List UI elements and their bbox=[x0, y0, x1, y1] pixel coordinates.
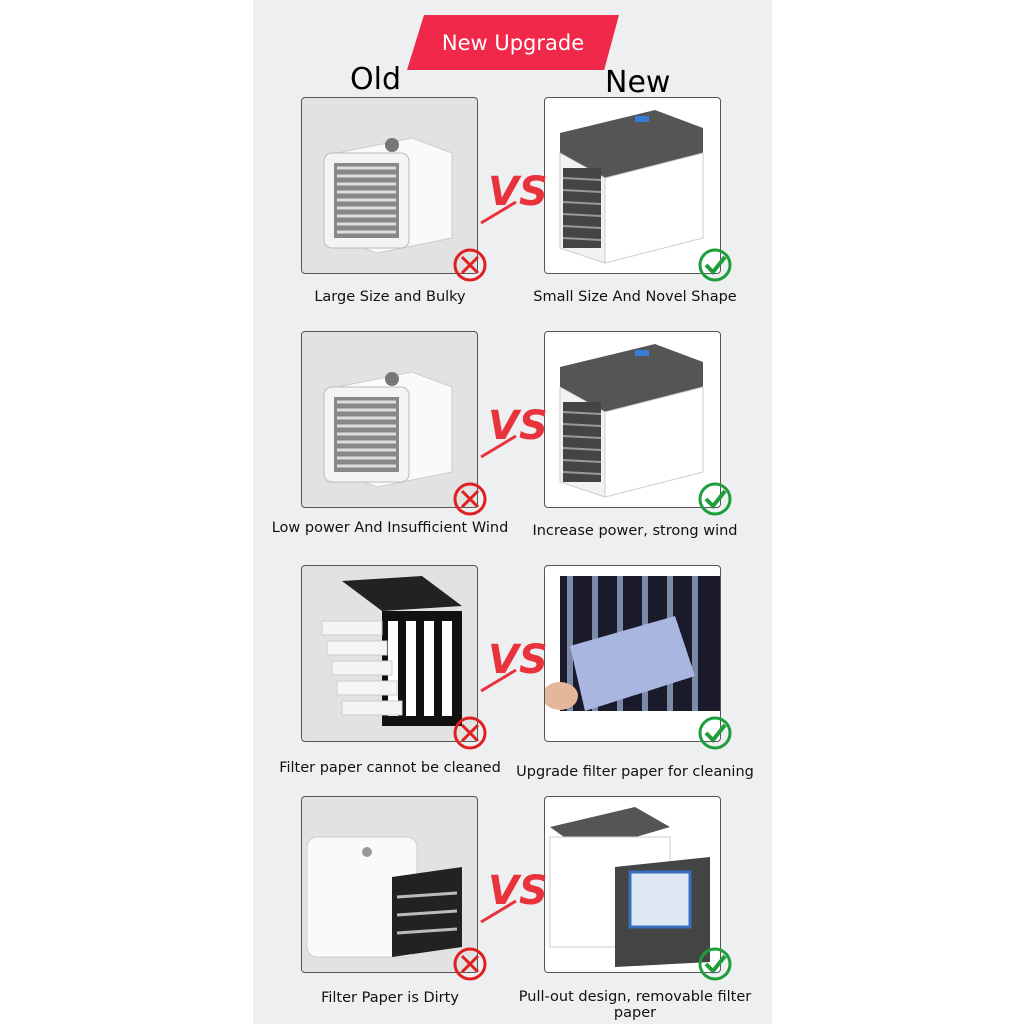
old-caption: Filter paper cannot be cleaned bbox=[279, 760, 501, 776]
svg-text:VS: VS bbox=[488, 868, 546, 914]
old-product-image bbox=[301, 796, 478, 973]
old-caption: Low power And Insufficient Wind bbox=[271, 520, 509, 536]
new-upgrade-banner: New Upgrade bbox=[407, 15, 619, 70]
cross-icon bbox=[452, 715, 488, 751]
old-product-image bbox=[301, 331, 478, 508]
vs-icon: VS bbox=[476, 157, 548, 227]
cross-icon bbox=[452, 247, 488, 283]
svg-text:VS: VS bbox=[488, 169, 546, 215]
check-icon bbox=[697, 715, 733, 751]
vs-icon: VS bbox=[476, 625, 548, 695]
new-caption: Upgrade filter paper for cleaning bbox=[516, 764, 754, 780]
old-product-image bbox=[301, 565, 478, 742]
svg-text:VS: VS bbox=[488, 637, 546, 683]
cross-icon bbox=[452, 481, 488, 517]
check-icon bbox=[697, 247, 733, 283]
new-caption: Increase power, strong wind bbox=[532, 523, 738, 539]
check-icon bbox=[697, 481, 733, 517]
old-caption: Large Size and Bulky bbox=[314, 289, 466, 305]
new-caption: Small Size And Novel Shape bbox=[533, 289, 737, 305]
new-product-image bbox=[544, 331, 721, 508]
new-product-image bbox=[544, 565, 721, 742]
vs-icon: VS bbox=[476, 856, 548, 926]
old-product-image bbox=[301, 97, 478, 274]
new-caption: Pull-out design, removable filter paper bbox=[518, 989, 752, 1021]
old-label: Old bbox=[350, 62, 401, 97]
new-product-image bbox=[544, 796, 721, 973]
cross-icon bbox=[452, 946, 488, 982]
new-label: New bbox=[605, 65, 671, 100]
svg-text:VS: VS bbox=[488, 403, 546, 449]
vs-icon: VS bbox=[476, 391, 548, 461]
new-product-image bbox=[544, 97, 721, 274]
check-icon bbox=[697, 946, 733, 982]
old-caption: Filter Paper is Dirty bbox=[321, 990, 459, 1006]
